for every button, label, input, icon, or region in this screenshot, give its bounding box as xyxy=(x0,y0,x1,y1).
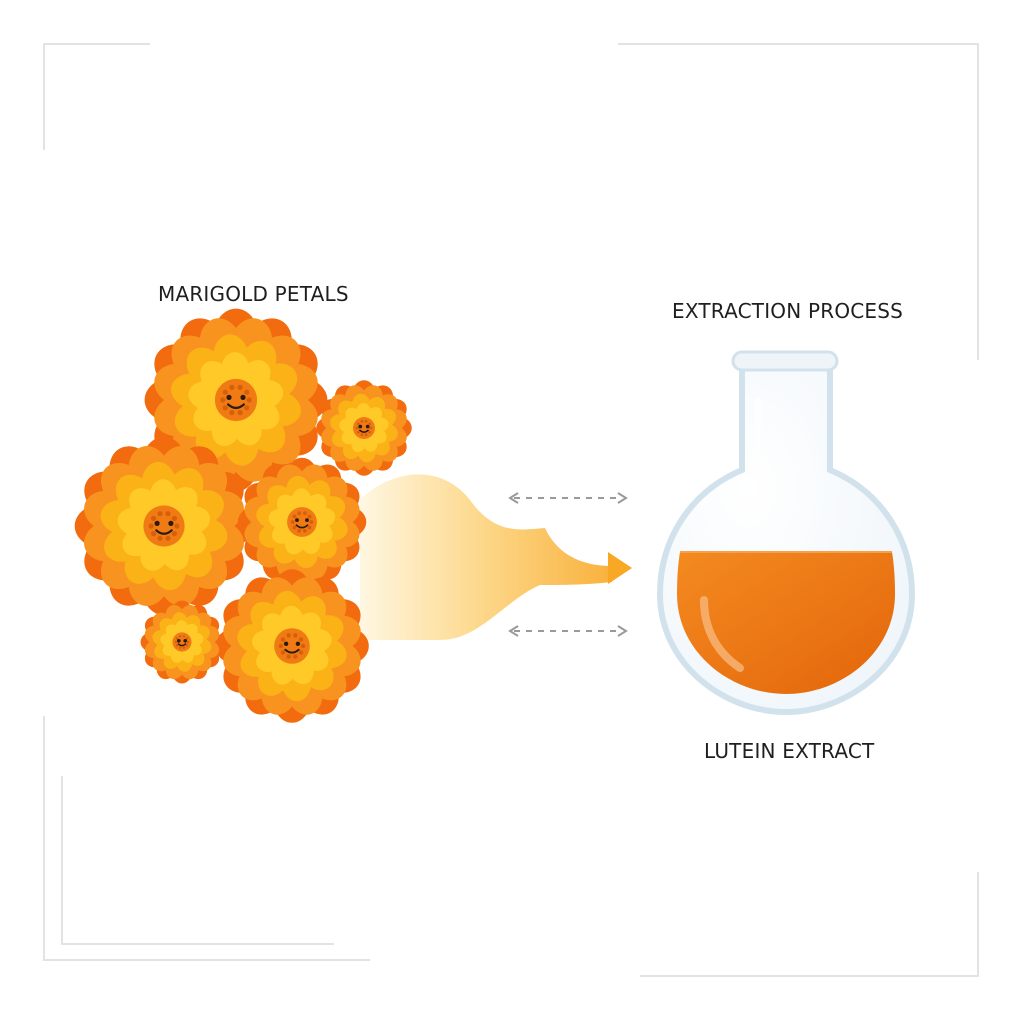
label-extraction-process: EXTRACTION PROCESS xyxy=(672,299,904,323)
dashed-arrow-bottom xyxy=(508,625,628,637)
frame-lines xyxy=(43,43,979,977)
flower-bottom-small xyxy=(140,600,224,684)
flower-left-large xyxy=(74,436,254,616)
label-lutein-extract: LUTEIN EXTRACT xyxy=(704,739,875,763)
flask-icon xyxy=(656,350,916,716)
flower-bottom-large xyxy=(215,569,369,723)
dashed-arrow-top xyxy=(508,492,628,504)
flower-center xyxy=(237,457,367,587)
flower-top-small xyxy=(316,380,412,476)
stream-arrow-head xyxy=(608,552,632,584)
label-marigold-petals: MARIGOLD PETALS xyxy=(158,282,349,306)
marigold-flowers xyxy=(74,308,412,723)
extraction-stream xyxy=(360,474,612,640)
